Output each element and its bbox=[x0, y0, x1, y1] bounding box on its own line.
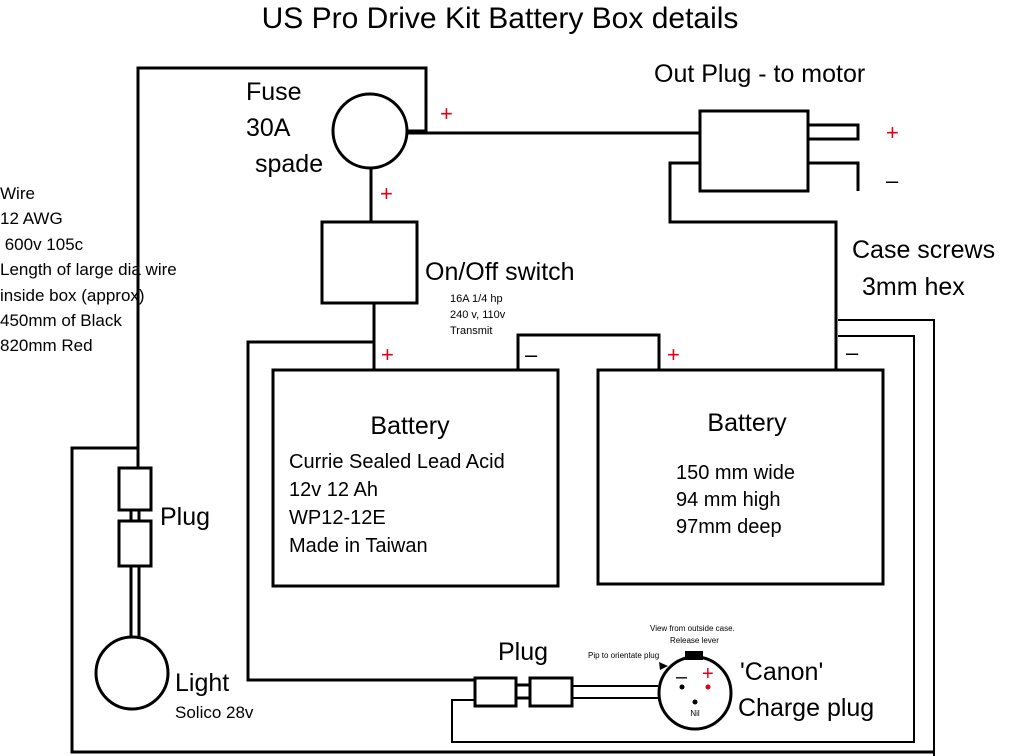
battery-right-plus: + bbox=[667, 342, 680, 367]
battery-left-spec-2: 12v 12 Ah bbox=[289, 479, 378, 501]
charge-plug-label: Plug bbox=[498, 638, 548, 666]
fuse-switch-plus-marker: + bbox=[380, 181, 393, 206]
light-label: Light bbox=[175, 669, 229, 697]
case-screws-label-1: Case screws bbox=[852, 236, 995, 264]
diagram-title: US Pro Drive Kit Battery Box details bbox=[262, 2, 739, 35]
wire-note-line: 820mm Red bbox=[0, 336, 93, 355]
out-plug-minus: – bbox=[886, 168, 899, 193]
wire-case-ground-outer bbox=[838, 319, 935, 756]
switch-spec-1: 16A 1/4 hp bbox=[450, 293, 503, 305]
wire-note-line: 12 AWG bbox=[0, 209, 63, 228]
wire-to-charge-plug bbox=[246, 342, 475, 682]
out-plug-plus: + bbox=[886, 120, 899, 145]
light-plug-label: Plug bbox=[160, 503, 210, 531]
switch-spec-3: Transmit bbox=[450, 325, 492, 337]
light-plug-top bbox=[117, 466, 153, 512]
canon-pin-nil bbox=[692, 699, 698, 705]
battery-left-title: Battery bbox=[370, 412, 450, 440]
canon-pin-plus: + bbox=[702, 663, 714, 685]
release-lever-mark bbox=[685, 651, 703, 660]
wire-fuse-to-light bbox=[136, 66, 428, 468]
charge-plug-right bbox=[528, 676, 574, 708]
battery-right-spec-1: 150 mm wide bbox=[676, 462, 795, 484]
out-plug-positive-prong bbox=[806, 123, 860, 141]
wire-note-line: Wire bbox=[0, 184, 35, 203]
out-plug-body bbox=[698, 109, 810, 193]
case-screws-label-2: 3mm hex bbox=[862, 273, 965, 301]
wire-note: Wire 12 AWG 600v 105c Length of large di… bbox=[0, 184, 177, 355]
wire-note-line: 600v 105c bbox=[0, 235, 84, 254]
switch-spec-2: 240 v, 110v bbox=[450, 309, 506, 321]
wire-note-line: 450mm of Black bbox=[0, 311, 122, 330]
canon-pin-negative bbox=[679, 684, 685, 690]
wire-battery-series-link bbox=[516, 333, 661, 370]
wire-note-line: inside box (approx) bbox=[0, 286, 145, 305]
switch-label: On/Off switch bbox=[425, 258, 575, 286]
canon-nil-label: Nil bbox=[690, 709, 700, 718]
fuse-plus-marker: + bbox=[440, 101, 453, 126]
battery-right-spec-2: 94 mm high bbox=[676, 489, 781, 511]
canon-release-lever-label: Release lever bbox=[670, 636, 719, 645]
light-bulb-symbol bbox=[94, 635, 170, 711]
canon-pip-note: Pip to orientate plug bbox=[588, 651, 659, 660]
canon-label-1: 'Canon' bbox=[740, 658, 823, 686]
battery-left-spec-4: Made in Taiwan bbox=[289, 535, 428, 557]
battery-left-spec-3: WP12-12E bbox=[289, 507, 386, 529]
wire-case-ground-inner bbox=[451, 335, 915, 743]
battery-right-spec-3: 97mm deep bbox=[676, 516, 782, 538]
battery-right-minus: – bbox=[846, 340, 859, 365]
charge-plug-left bbox=[473, 676, 518, 708]
fuse-label-1: Fuse bbox=[246, 78, 302, 106]
wire-left-frame-top bbox=[246, 340, 374, 370]
out-plug-label: Out Plug - to motor bbox=[654, 60, 865, 88]
battery-left bbox=[271, 368, 560, 588]
fuse-label-2: 30A bbox=[246, 114, 291, 142]
canon-pin-positive bbox=[705, 684, 711, 690]
orientation-pip-mark bbox=[659, 662, 668, 670]
out-plug-negative-prong bbox=[808, 161, 860, 191]
canon-pin-minus: – bbox=[676, 666, 688, 688]
battery-left-minus: – bbox=[525, 342, 538, 367]
canon-label-2: Charge plug bbox=[738, 694, 874, 722]
canon-view-note: View from outside case. bbox=[650, 624, 735, 633]
on-off-switch bbox=[320, 220, 419, 305]
light-plug-bottom bbox=[117, 519, 153, 568]
battery-left-plus: + bbox=[381, 342, 394, 367]
fuse-label-3: spade bbox=[255, 150, 323, 178]
battery-left-spec-1: Currie Sealed Lead Acid bbox=[289, 451, 505, 473]
wire-note-line: Length of large dia wire bbox=[0, 260, 177, 279]
wire-light-return bbox=[70, 446, 934, 754]
wires bbox=[70, 66, 935, 756]
canon-socket bbox=[657, 655, 733, 731]
fuse-symbol bbox=[331, 92, 409, 170]
battery-right-title: Battery bbox=[707, 409, 787, 437]
wire-outplug-negative bbox=[668, 161, 838, 370]
battery-right bbox=[596, 368, 885, 586]
light-model: Solico 28v bbox=[175, 703, 254, 722]
